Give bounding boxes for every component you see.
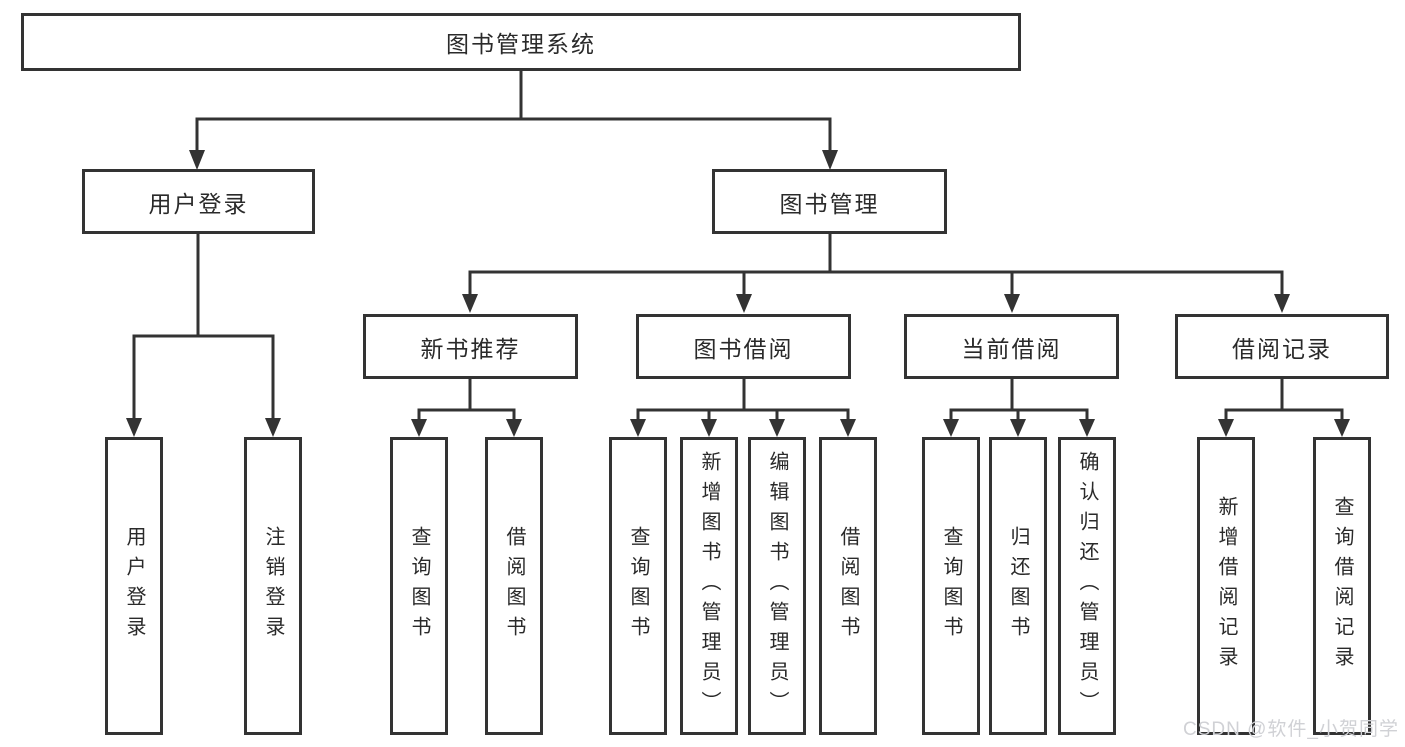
leaf-nb-query-books: 查询图书: [390, 437, 448, 735]
leaf-cb-query-books: 查询图书: [922, 437, 980, 735]
node-new-book-recommend: 新书推荐: [363, 314, 578, 379]
node-label: 新书推荐: [420, 335, 521, 362]
connector-book-borrow-to-leaves: [630, 379, 856, 437]
leaf-bb-edit-books-admin: 编辑图书（管理员）: [748, 437, 806, 735]
node-current-borrow: 当前借阅: [904, 314, 1119, 379]
node-label: 图书管理系统: [446, 31, 596, 57]
connector-root-to-level2: [189, 70, 838, 170]
node-label: 借阅图书: [503, 526, 525, 646]
node-label: 注销登录: [262, 526, 284, 646]
node-label: 查询图书: [627, 526, 649, 646]
connector-book-mgmt-to-level3: [462, 234, 1290, 313]
connector-current-borrow-to-leaves: [943, 379, 1095, 437]
connector-borrow-records-to-leaves: [1218, 379, 1350, 437]
leaf-user-login: 用户登录: [105, 437, 163, 735]
csdn-watermark: CSDN @软件_小贺同学: [1183, 719, 1399, 740]
node-root-system: 图书管理系统: [21, 13, 1021, 71]
connector-user-login-to-leaves: [126, 234, 281, 437]
node-borrow-records: 借阅记录: [1175, 314, 1389, 379]
node-label: 用户登录: [148, 190, 249, 217]
node-book-borrow: 图书借阅: [636, 314, 851, 379]
node-label: 查询借阅记录: [1331, 496, 1353, 676]
node-label: 编辑图书（管理员）: [766, 451, 788, 721]
leaf-logout-login: 注销登录: [244, 437, 302, 735]
leaf-br-query-record: 查询借阅记录: [1313, 437, 1371, 735]
node-label: 借阅图书: [837, 526, 859, 646]
node-label: 当前借阅: [961, 335, 1062, 362]
node-label: 新增借阅记录: [1215, 496, 1237, 676]
node-user-login: 用户登录: [82, 169, 315, 234]
node-label: 归还图书: [1007, 526, 1029, 646]
leaf-br-add-record: 新增借阅记录: [1197, 437, 1255, 735]
leaf-nb-borrow-books: 借阅图书: [485, 437, 543, 735]
node-label: 图书借阅: [693, 335, 794, 362]
node-label: 确认归还（管理员）: [1076, 451, 1098, 721]
node-label: 借阅记录: [1232, 335, 1332, 362]
node-label: 图书管理: [779, 190, 880, 217]
node-book-management: 图书管理: [712, 169, 947, 234]
leaf-cb-return-books: 归还图书: [989, 437, 1047, 735]
leaf-bb-add-books-admin: 新增图书（管理员）: [680, 437, 738, 735]
leaf-bb-borrow-books: 借阅图书: [819, 437, 877, 735]
leaf-cb-confirm-return-admin: 确认归还（管理员）: [1058, 437, 1116, 735]
node-label: 新增图书（管理员）: [698, 451, 720, 721]
node-label: 查询图书: [940, 526, 962, 646]
node-label: 用户登录: [123, 526, 145, 646]
node-label: 查询图书: [408, 526, 430, 646]
connector-new-books-to-leaves: [411, 379, 522, 437]
leaf-bb-query-books: 查询图书: [609, 437, 667, 735]
